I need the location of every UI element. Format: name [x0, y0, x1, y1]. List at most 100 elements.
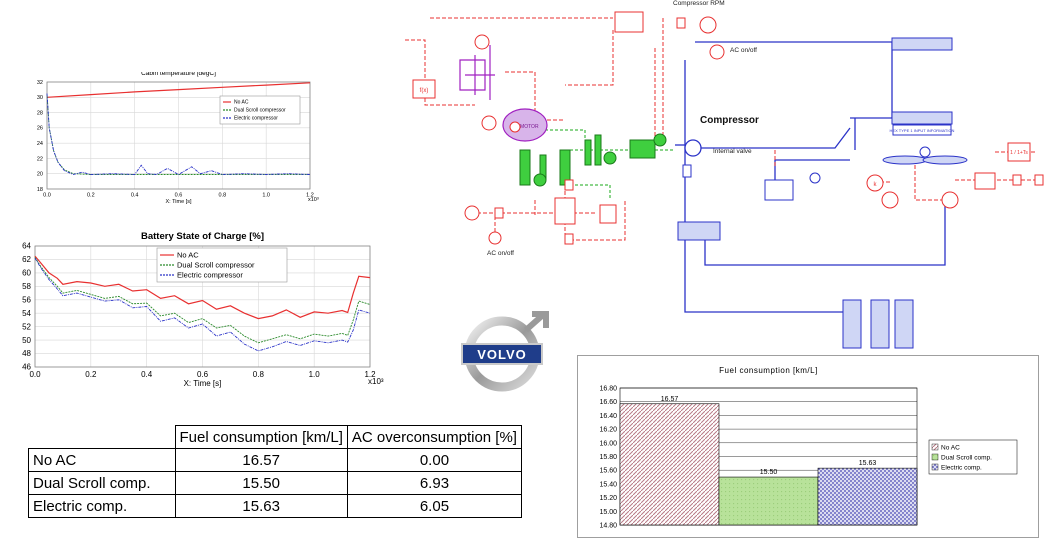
bar: [718, 476, 819, 526]
ac-onoff-top-label: AC on/off: [730, 47, 757, 54]
k-block-label: k: [874, 182, 878, 188]
y-tick-label: 52: [22, 322, 31, 331]
transfer-block-label: 1 / 1+Ts: [1010, 150, 1028, 156]
table-cell: Electric comp.: [28, 494, 176, 518]
volvo-bar: [461, 343, 543, 365]
y-tick-label: 48: [22, 349, 31, 358]
ac-system-schematic: DC MOTOR f(x) k 1 / 1+Ts HEX TYP: [405, 0, 1045, 349]
chart-title: Battery State of Charge [%]: [141, 232, 264, 242]
x-tick-label: 1.0: [262, 193, 270, 199]
y-tick-label: 54: [22, 309, 31, 318]
fan-icon: [882, 146, 968, 165]
x-tick-label: 0.6: [175, 193, 183, 199]
compressor-icon: [684, 139, 702, 157]
table-cell: 16.57: [174, 448, 348, 472]
y-tick-label: 22: [37, 156, 43, 162]
battery-soc-chart: Battery State of Charge [%]4648505254565…: [22, 232, 384, 388]
series-line-2: [34, 257, 371, 344]
legend-entry: Electric compressor: [177, 271, 243, 280]
legend-entry: Electric compressor: [234, 116, 278, 122]
y-tick-label: 16.00: [599, 440, 617, 447]
y-tick-label: 16.60: [599, 399, 617, 406]
y-tick-label: 16.80: [599, 386, 617, 393]
x-tick-label: 0.8: [219, 193, 227, 199]
x-tick-label: 0.0: [43, 193, 51, 199]
series-line-1: [46, 82, 311, 98]
y-tick-label: 58: [22, 282, 31, 291]
legend-swatch: [931, 463, 939, 471]
y-tick-label: 15.40: [599, 481, 617, 488]
hex-label: HEX TYPE 1 INPUT INFORMATION: [890, 128, 955, 133]
chart-title: Fuel consumption [km/L]: [719, 366, 818, 375]
y-tick-label: 50: [22, 336, 31, 345]
x-tick-label: 0.4: [131, 193, 139, 199]
table-row: Electric comp. 15.63 6.05: [28, 494, 522, 518]
y-tick-label: 15.20: [599, 495, 617, 502]
x-axis-multiplier: x10³: [308, 197, 319, 203]
y-tick-label: 15.80: [599, 454, 617, 461]
x-tick-label: 0.0: [29, 370, 41, 379]
x-tick-label: 0.4: [141, 370, 153, 379]
y-tick-label: 46: [22, 363, 31, 372]
compressor-label: Compressor: [700, 115, 759, 126]
bar: [817, 467, 918, 526]
dc-motor-label: DC MOTOR: [511, 124, 539, 130]
y-tick-label: 28: [37, 110, 43, 116]
x-axis-multiplier: x10³: [368, 377, 384, 386]
x-axis-label: X: Time [s]: [166, 199, 192, 205]
y-tick-label: 16.20: [599, 427, 617, 434]
series-line-3: [46, 93, 311, 176]
legend-box: [928, 439, 1018, 475]
x-tick-label: 0.2: [87, 193, 95, 199]
data-label: 15.50: [760, 469, 778, 476]
chart-title: Cabin temperature [degC]: [141, 72, 216, 77]
y-tick-label: 60: [22, 269, 31, 278]
plot-frame: [34, 245, 371, 368]
y-tick-label: 14.80: [599, 523, 617, 530]
x-tick-label: 0.8: [253, 370, 265, 379]
volvo-arrow-icon: [524, 311, 549, 333]
compressor-rpm-label: Compressor RPM: [673, 0, 725, 7]
data-label: 15.63: [859, 460, 877, 467]
y-tick-label: 30: [37, 95, 43, 101]
legend-swatch: [931, 443, 939, 451]
legend-entry: Dual Scroll compressor: [177, 261, 255, 270]
fuel-consumption-table: Fuel consumption [km/L] AC overconsumpti…: [28, 425, 522, 518]
y-tick-label: 15.60: [599, 468, 617, 475]
table-cell: No AC: [28, 448, 176, 472]
x-tick-label: 0.2: [85, 370, 97, 379]
y-tick-label: 64: [22, 242, 31, 251]
x-tick-label: 1.2: [364, 370, 376, 379]
legend-entry: No AC: [177, 251, 199, 260]
legend-box: [156, 247, 288, 283]
y-tick-label: 24: [37, 141, 43, 147]
y-tick-label: 62: [22, 255, 31, 264]
x-tick-label: 0.6: [197, 370, 209, 379]
table-cell: 6.05: [346, 494, 522, 518]
volvo-logo-text: VOLVO: [477, 347, 527, 362]
legend-entry: Electric comp.: [941, 465, 982, 472]
volvo-logo: VOLVO: [461, 311, 549, 392]
legend-box: [219, 95, 301, 125]
table-cell: Dual Scroll comp.: [28, 471, 176, 495]
fuel-consumption-bar-chart: Fuel consumption [km/L] 14.80 15.00 15.20 15…: [577, 355, 1039, 538]
compressor-rpm-text: Compressor RPM: [673, 0, 725, 7]
y-tick-label: 20: [37, 172, 43, 178]
plot-frame: [46, 81, 311, 190]
legend-swatch: [931, 453, 939, 461]
table-cell: 15.50: [174, 471, 348, 495]
table-row: No AC 16.57 0.00: [28, 448, 522, 472]
table-cell: 0.00: [346, 448, 522, 472]
fn-block-label: f(x): [420, 88, 429, 94]
x-axis-label: X: Time [s]: [184, 379, 222, 388]
data-label: 16.57: [661, 396, 679, 403]
y-tick-label: 16.40: [599, 413, 617, 420]
y-tick-label: 15.00: [599, 509, 617, 516]
internal-valve-label: Internal valve: [713, 148, 752, 155]
table-cell: 15.63: [174, 494, 348, 518]
table-cell: 6.93: [346, 471, 522, 495]
table-header-row: Fuel consumption [km/L] AC overconsumpti…: [29, 425, 522, 449]
cabin-temperature-chart: Cabin temperature [degC]1820222426283032…: [37, 72, 319, 205]
x-tick-label: 1.2: [306, 193, 314, 199]
y-tick-label: 32: [37, 80, 43, 86]
